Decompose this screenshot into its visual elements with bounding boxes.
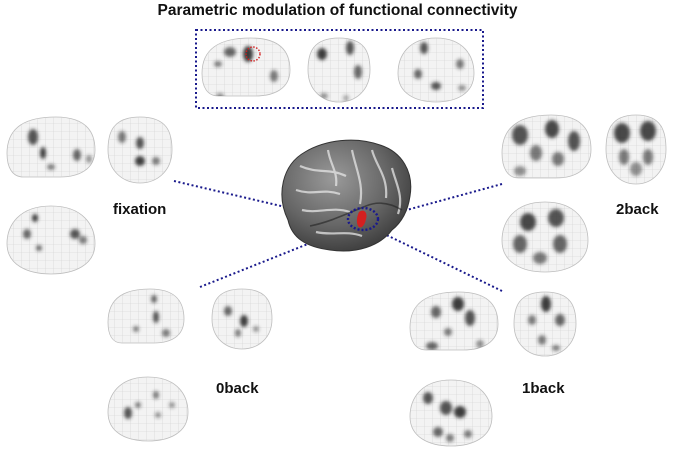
glass-brain-oneback-sagittal [409, 291, 499, 351]
glass-brain-top-coronal [307, 37, 371, 103]
seed-region-circle [346, 206, 380, 232]
glass-brain-oneback-coronal [513, 291, 577, 357]
glass-brain-fixation-sagittal [6, 116, 96, 178]
connector-1back [371, 227, 503, 292]
glass-brain-0back-coronal [211, 288, 273, 350]
label-1back: 1back [522, 380, 565, 397]
glass-brain-0back-axial [107, 376, 189, 442]
glass-brain-top-axial [397, 37, 475, 103]
brain-render [281, 139, 412, 252]
label-fixation: fixation [113, 201, 167, 218]
seed-region-red [356, 210, 367, 228]
glass-brain-twoback-axial [501, 201, 589, 273]
connector-0back [199, 223, 359, 288]
glass-brain-0back-sagittal [107, 288, 185, 344]
glass-brain-twoback-sagittal [501, 114, 592, 179]
figure-title: Parametric modulation of functional conn… [157, 2, 518, 19]
glass-brain-oneback-axial [409, 379, 493, 447]
glass-brain-twoback-coronal [605, 114, 667, 185]
glass-brain-panels [6, 37, 667, 447]
glass-brain-fixation-coronal [107, 116, 173, 184]
label-0back: 0back [216, 380, 259, 397]
seed-marker-circle [245, 46, 261, 62]
label-2back: 2back [616, 201, 659, 218]
glass-brain-top-sagittal [201, 37, 291, 97]
glass-brain-fixation-axial [6, 205, 96, 275]
top-panel-frame [195, 29, 484, 109]
